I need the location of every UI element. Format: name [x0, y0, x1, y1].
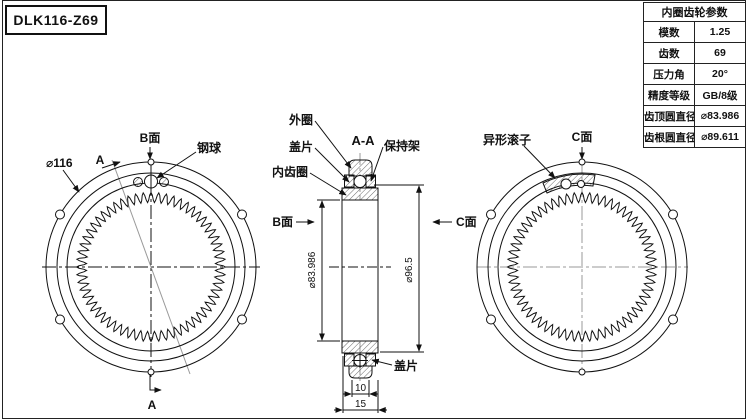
title-block: DLK116-Z69: [5, 5, 107, 35]
steel-ball-leader: [156, 151, 197, 179]
param-value: GB/8级: [694, 84, 746, 106]
section-cut-line: [111, 159, 191, 375]
label-steel-ball: 钢球: [197, 140, 222, 155]
param-label: 压力角: [643, 63, 695, 85]
label-c-face-right: C面: [572, 130, 593, 144]
table-row: 模数 1.25: [643, 21, 746, 43]
roller-leader: [523, 145, 556, 179]
label-section-a-bottom: A: [148, 398, 157, 412]
param-value: 20°: [694, 63, 746, 85]
left-internal-gear-teeth: [75, 191, 227, 343]
label-b-face-section: B面: [272, 215, 293, 229]
table-row: 齿数 69: [643, 42, 746, 64]
param-value: ⌀83.986: [694, 105, 746, 127]
drawing-number: DLK116-Z69: [13, 12, 99, 28]
right-view: C面 异形滚子: [476, 130, 688, 376]
label-section-a-top: A: [96, 153, 105, 167]
right-ring-2: [487, 172, 677, 362]
param-label: 齿根圆直径: [643, 126, 695, 148]
label-inner-gear-ring: 内齿圈: [272, 164, 308, 179]
left-view: B面 钢球 ⌀116 A A: [42, 131, 260, 412]
table-row: 压力角 20°: [643, 63, 746, 85]
dim-inner-diameter: ⌀83.986: [307, 251, 318, 288]
label-cage: 保持架: [383, 138, 420, 153]
inner-gear-ring-leader: [309, 172, 347, 196]
section-title-aa: A-A: [351, 133, 375, 148]
ball-hatched-left: [133, 177, 143, 187]
cover-plate-bottom-leader: [371, 358, 393, 366]
roller-shape-1: [560, 178, 572, 190]
param-label: 模数: [643, 21, 695, 43]
roller-shape-2: [577, 180, 585, 188]
cover-plate-top-leader: [314, 147, 350, 183]
table-title: 内圈齿轮参数: [643, 2, 746, 22]
label-c-face-section: C面: [456, 215, 477, 229]
param-label: 齿数: [643, 42, 695, 64]
outer-ring-leader: [314, 120, 352, 169]
param-value: ⌀89.611: [694, 126, 746, 148]
label-cover-plate-bottom: 盖片: [394, 358, 418, 373]
label-b-face-left: B面: [140, 131, 161, 145]
label-outer-ring: 外圈: [289, 112, 313, 127]
section-view: ⌀83.986 ⌀96.5 10 15: [272, 112, 477, 413]
outer-ring-bottom: [348, 365, 373, 379]
param-label: 齿顶圆直径: [643, 105, 695, 127]
table-row: 齿根圆直径 ⌀89.611: [643, 126, 746, 148]
label-roller: 异形滚子: [483, 132, 531, 147]
gear-ring-body: [341, 199, 379, 342]
dim-outer-diameter: ⌀96.5: [404, 257, 415, 283]
table-header-row: 内圈齿轮参数: [643, 2, 746, 22]
diameter-116-leader: [62, 169, 80, 193]
param-label: 精度等级: [643, 84, 695, 106]
label-diameter-116: ⌀116: [46, 156, 73, 170]
param-value: 69: [694, 42, 746, 64]
table-row: 精度等级 GB/8级: [643, 84, 746, 106]
table-row: 齿顶圆直径 ⌀83.986: [643, 105, 746, 127]
left-outer-notches: [55, 158, 247, 376]
cage-leader: [370, 146, 384, 182]
section-a-bottom-arrow: [149, 374, 162, 393]
gear-parameter-table: 内圈齿轮参数 模数 1.25 齿数 69 压力角 20° 精度等级 GB/8级 …: [643, 2, 746, 148]
right-outer-notches: [486, 158, 678, 376]
label-cover-plate-top: 盖片: [289, 139, 313, 154]
section-a-top-arrow: [101, 161, 121, 169]
right-internal-gear-teeth: [506, 191, 658, 343]
param-value: 1.25: [694, 21, 746, 43]
dim-width-10: 10: [355, 383, 367, 394]
dim-width-15: 15: [355, 399, 367, 410]
